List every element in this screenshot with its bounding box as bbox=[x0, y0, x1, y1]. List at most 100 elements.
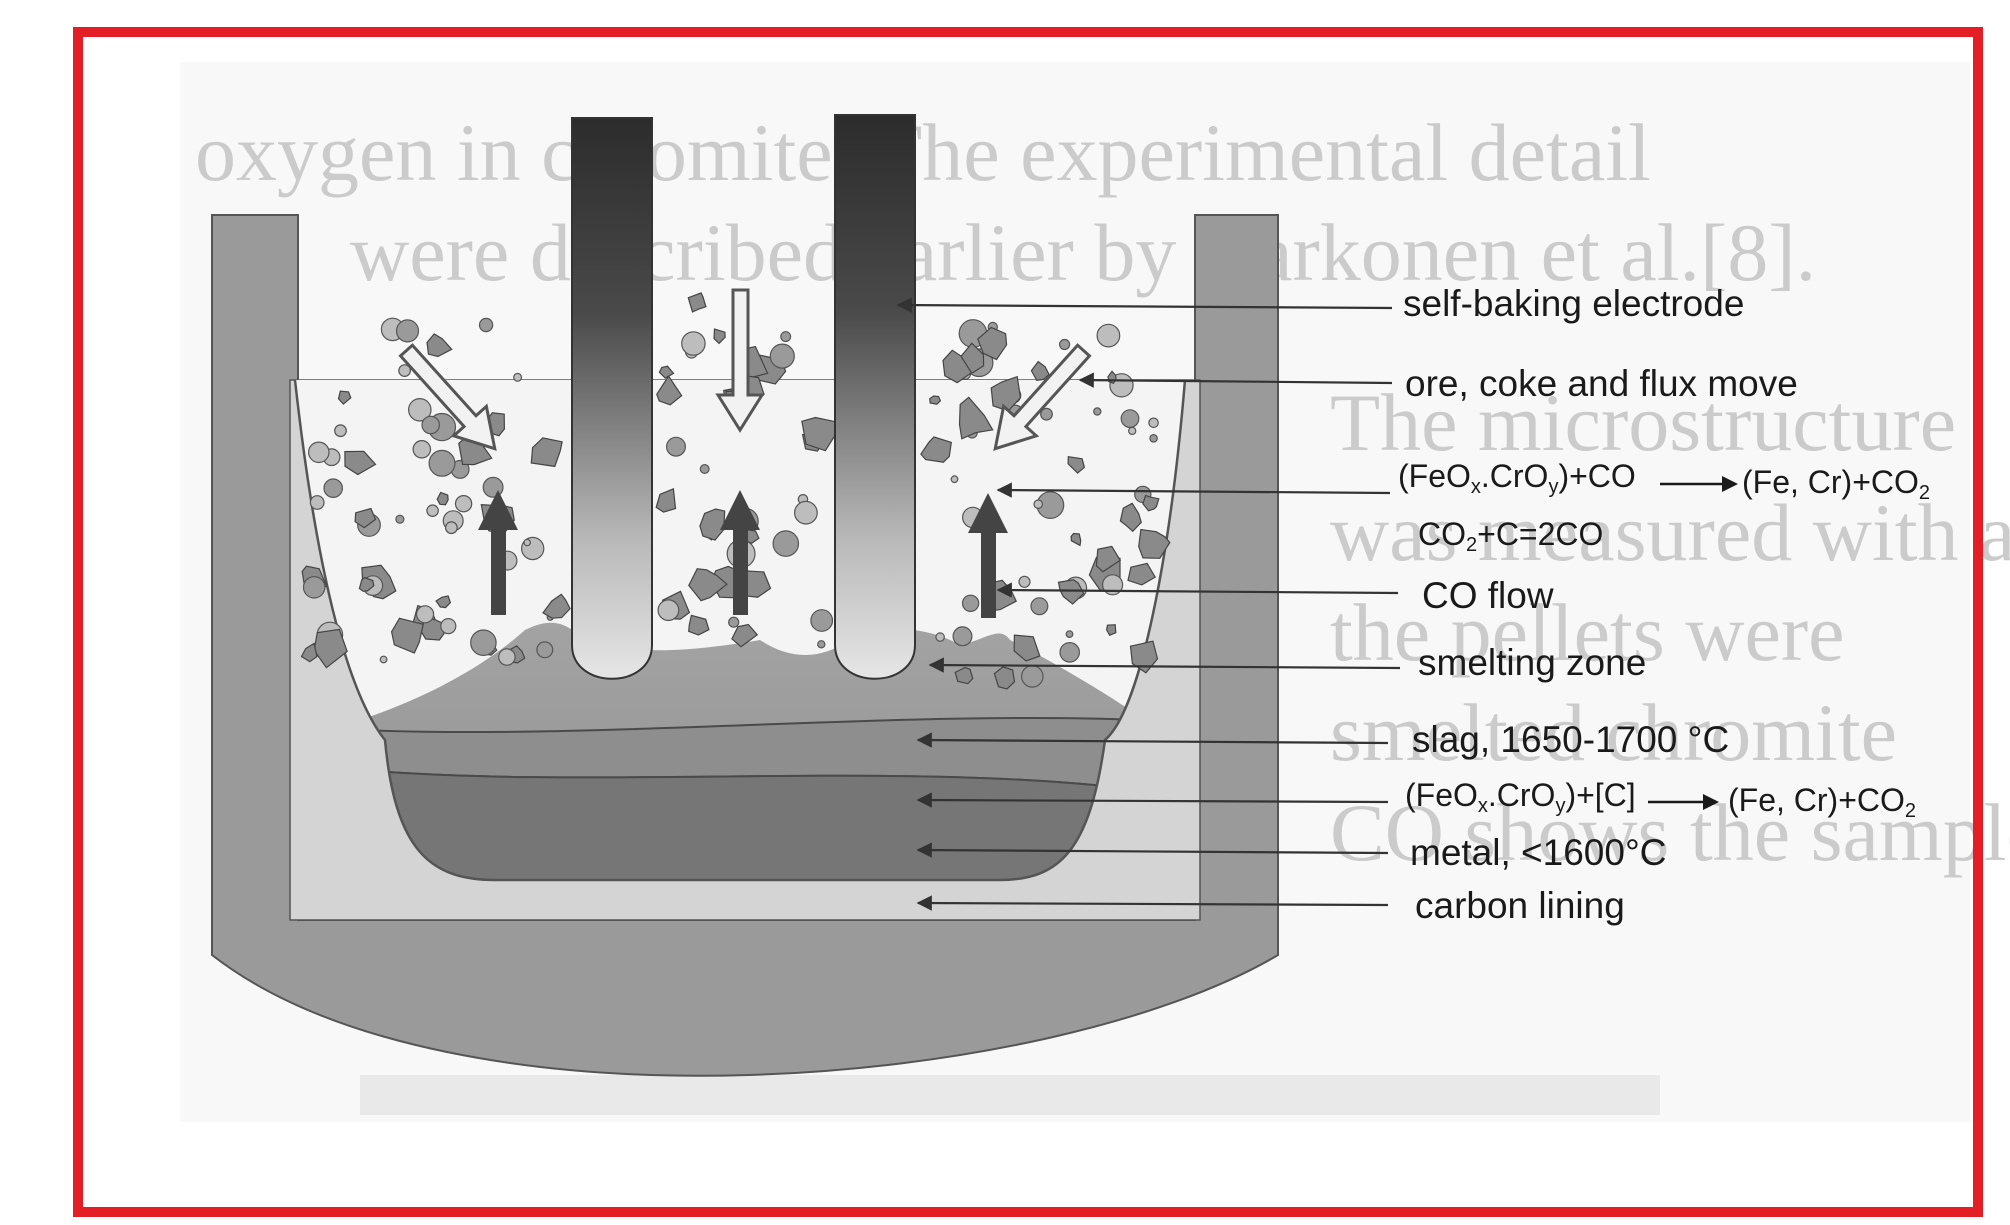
background-line-4: was measured with a bbox=[1330, 487, 2010, 578]
ore-lump bbox=[358, 576, 375, 592]
ore-lump bbox=[1127, 562, 1157, 586]
ore-lump bbox=[1070, 532, 1082, 547]
scan-shadow-band bbox=[360, 1075, 1660, 1115]
co-flow-arrows bbox=[478, 490, 1008, 618]
ore-lump bbox=[313, 628, 348, 669]
charge-particle bbox=[1058, 338, 1071, 351]
leader-charge bbox=[1078, 372, 1393, 388]
charge-flow-arrows bbox=[398, 288, 1092, 451]
ore-lump bbox=[1057, 579, 1085, 605]
ore-lump bbox=[688, 568, 728, 602]
equation-gas-reduction-left: (FeOx.CrOy)+CO bbox=[1398, 458, 1636, 498]
ore-lump bbox=[942, 349, 973, 384]
equation-gas-reduction-right: (Fe, Cr)+CO2 bbox=[1742, 464, 1930, 504]
charge-particle bbox=[728, 616, 740, 628]
leader-co-flow bbox=[996, 582, 1399, 598]
label-lining: carbon lining bbox=[1415, 885, 1625, 926]
equation-arrow-icon bbox=[1648, 794, 1719, 810]
ore-lump bbox=[390, 617, 424, 654]
charge-particle bbox=[440, 617, 457, 635]
charge-particle bbox=[769, 343, 795, 369]
ore-lump bbox=[1030, 360, 1050, 382]
charge-particle bbox=[1040, 407, 1053, 421]
down-arrow-icon bbox=[715, 288, 765, 433]
leader-smelting-zone bbox=[928, 657, 1401, 673]
charge-particle bbox=[1093, 407, 1102, 416]
ore-lump bbox=[435, 595, 452, 609]
charge-particle bbox=[421, 415, 440, 435]
label-metal: metal, <1600°C bbox=[1410, 832, 1666, 873]
leader-gas-reduction bbox=[996, 482, 1391, 498]
background-line-5: the pellets were bbox=[1330, 587, 1845, 678]
charge-particle bbox=[426, 504, 439, 517]
charge-particle bbox=[523, 538, 532, 547]
charge-particle bbox=[935, 632, 945, 642]
ore-lump bbox=[1067, 456, 1086, 474]
electrode-left bbox=[571, 117, 653, 680]
leader-lining bbox=[916, 895, 1389, 911]
ore-lump bbox=[1013, 634, 1041, 662]
charge-particle bbox=[478, 317, 494, 333]
equation-arrow-icon bbox=[1660, 476, 1738, 492]
ore-lump bbox=[436, 491, 449, 506]
leader-slag bbox=[916, 732, 1389, 748]
ore-lump bbox=[530, 437, 563, 468]
charge-particle bbox=[307, 441, 330, 464]
ore-lump bbox=[731, 623, 759, 648]
charge-particle bbox=[470, 629, 497, 656]
charge-particle bbox=[412, 439, 432, 459]
charge-particle bbox=[1096, 323, 1121, 348]
ore-lump bbox=[542, 593, 571, 619]
charge-particle bbox=[1059, 641, 1080, 663]
leader-electrode bbox=[896, 297, 1393, 313]
ore-lump bbox=[658, 365, 675, 379]
charge-particle bbox=[817, 640, 826, 649]
charge-particle bbox=[772, 530, 800, 557]
ore-lump bbox=[713, 328, 726, 345]
ore-lump bbox=[958, 396, 994, 440]
label-slag: slag, 1650-1700 °C bbox=[1412, 719, 1729, 760]
ore-lump bbox=[426, 333, 453, 358]
ore-lump bbox=[354, 507, 377, 529]
up-arrow-icon bbox=[968, 493, 1008, 618]
charge-particle bbox=[810, 609, 834, 632]
ore-lump bbox=[1129, 640, 1159, 674]
charge-particle bbox=[699, 464, 710, 475]
up-arrow-icon bbox=[720, 490, 760, 615]
ore-lump bbox=[344, 450, 377, 476]
label-electrode: self-baking electrode bbox=[1403, 283, 1744, 324]
labels: self-baking electrode ore, coke and flux… bbox=[1398, 283, 1930, 926]
charge-particle bbox=[794, 500, 818, 525]
charge-particle bbox=[961, 594, 980, 613]
charge-particle bbox=[334, 424, 347, 438]
ore-lump bbox=[1138, 528, 1171, 559]
charge-particle bbox=[665, 436, 686, 457]
charge-particle bbox=[780, 331, 792, 343]
down-arrow-icon bbox=[993, 343, 1092, 451]
label-smelting-zone: smelting zone bbox=[1418, 642, 1646, 683]
ore-lump bbox=[699, 508, 726, 541]
background-line-1: oxygen in chromite. The experimental det… bbox=[195, 107, 1651, 198]
charge-particle bbox=[681, 331, 706, 356]
charge-particle bbox=[454, 495, 473, 513]
charge-particle bbox=[323, 478, 343, 498]
charge-particle bbox=[536, 641, 554, 659]
ore-lump bbox=[300, 642, 318, 663]
charge-particle bbox=[1018, 575, 1031, 588]
equation-boudouard: CO2+C=2CO bbox=[1418, 516, 1603, 556]
ore-lump bbox=[337, 390, 352, 405]
furnace-shell bbox=[211, 214, 1279, 1077]
ore-lump bbox=[1142, 494, 1160, 512]
charge-particle bbox=[498, 648, 516, 666]
charge-particle bbox=[395, 514, 405, 524]
charge-particle bbox=[398, 364, 412, 378]
charge-particle bbox=[513, 372, 523, 382]
charge-particle bbox=[379, 655, 388, 664]
charge-particle bbox=[407, 397, 432, 422]
charge-particle bbox=[1033, 499, 1043, 509]
charge-particle bbox=[1127, 426, 1137, 436]
ore-lump bbox=[1119, 502, 1142, 533]
red-frame bbox=[73, 27, 1983, 1217]
ore-lump bbox=[656, 375, 683, 406]
